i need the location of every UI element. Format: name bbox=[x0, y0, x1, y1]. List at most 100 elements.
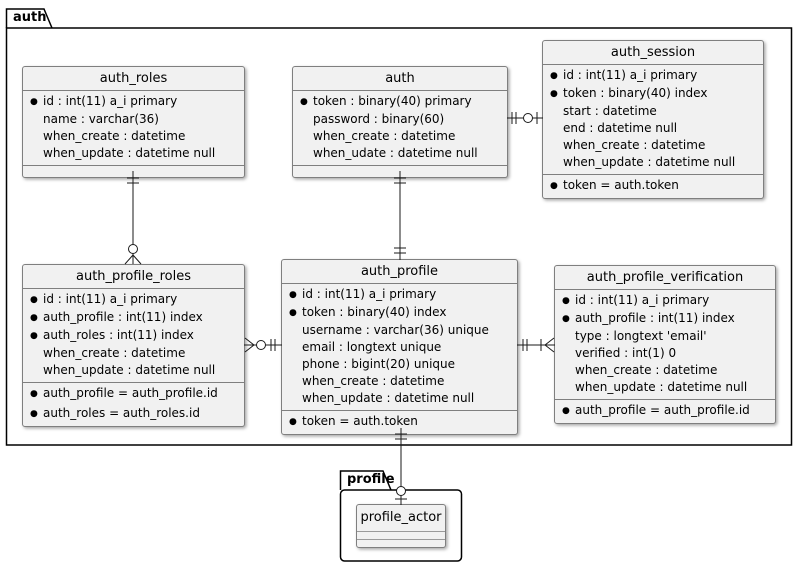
field-row: ● id : int(11) a_i primary bbox=[550, 67, 757, 85]
field-row: when_update : datetime null bbox=[562, 379, 769, 396]
field-text: username : varchar(36) unique bbox=[302, 323, 489, 337]
key-dot: ● bbox=[550, 71, 558, 81]
package-profile-label: profile bbox=[347, 472, 395, 487]
field-text: name : varchar(36) bbox=[43, 112, 159, 126]
field-row: ● auth_profile : int(11) index bbox=[30, 309, 238, 327]
key-dot: ● bbox=[30, 409, 38, 419]
field-row: ● id : int(11) a_i primary bbox=[289, 286, 511, 304]
key-dot: ● bbox=[550, 181, 558, 191]
constraint-text: token = auth.token bbox=[302, 414, 418, 428]
field-row: when_udate : datetime null bbox=[300, 145, 501, 162]
field-row: when_create : datetime bbox=[289, 373, 511, 390]
key-dot: ● bbox=[30, 313, 38, 323]
constraint-text: auth_profile = auth_profile.id bbox=[575, 403, 750, 417]
field-row: end : datetime null bbox=[550, 120, 757, 137]
entity-footer: ● token = auth.token bbox=[282, 410, 517, 434]
entity-fields: ● id : int(11) a_i primary ●token : binar… bbox=[543, 65, 763, 174]
field-row: when_create : datetime bbox=[300, 128, 501, 145]
field-text: when_create : datetime bbox=[43, 129, 186, 143]
entity-fields: ● id : int(11) a_i primary ● auth_profile … bbox=[555, 290, 775, 399]
relation-auth-roles-to-auth-profile-roles bbox=[124, 171, 142, 265]
field-row: email : longtext unique bbox=[289, 339, 511, 356]
field-row: password : binary(60) bbox=[300, 111, 501, 128]
field-text: when_update : datetime null bbox=[43, 363, 216, 377]
cardinality-zero-icon bbox=[523, 113, 533, 123]
key-dot: ● bbox=[562, 296, 570, 306]
constraint-text: auth_profile = auth_profile.id bbox=[43, 386, 218, 400]
entity-auth-profile-roles: auth_profile_roles ●id : int(11) a_i pri… bbox=[22, 264, 245, 427]
cardinality-exactly-one-icon bbox=[394, 177, 406, 184]
entity-title: auth_roles bbox=[23, 67, 244, 91]
relation-auth-profile-to-profile-actor bbox=[395, 428, 407, 505]
package-auth-label: auth bbox=[13, 10, 47, 25]
entity-title: auth_profile_roles bbox=[23, 265, 244, 289]
field-text: start : datetime bbox=[563, 104, 657, 118]
constraint-row: ● auth_profile = auth_profile.id bbox=[562, 401, 769, 421]
field-row: ●token : binary(40) index bbox=[550, 85, 757, 103]
cardinality-zero-icon bbox=[396, 486, 406, 496]
field-row: start : datetime bbox=[550, 103, 757, 120]
cardinality-many-icon bbox=[544, 337, 555, 353]
cardinality-exactly-one-icon bbox=[394, 247, 406, 254]
relation-auth-profile-roles-to-auth-profile bbox=[244, 337, 282, 353]
entity-footer: ● auth_profile = auth_profile.id bbox=[555, 399, 775, 423]
field-text: id : int(11) a_i primary bbox=[575, 293, 710, 307]
field-text: when_udate : datetime null bbox=[313, 146, 478, 160]
field-row: when_update : datetime null bbox=[289, 390, 511, 407]
constraint-row: ● token = auth.token bbox=[289, 412, 511, 432]
field-row: type : longtext 'email' bbox=[562, 328, 769, 345]
entity-auth-roles: auth_roles ● id : int(11) a_i primary nam… bbox=[22, 66, 245, 178]
field-row: when_create : datetime bbox=[562, 362, 769, 379]
field-text: when_create : datetime bbox=[302, 374, 445, 388]
entity-fields: ●id : int(11) a_i primary ●token : binar… bbox=[282, 284, 517, 410]
field-row: when_update : datetime null bbox=[30, 362, 238, 379]
relation-auth-profile-to-auth-profile-verification bbox=[517, 337, 555, 353]
entity-auth-profile: auth_profile ●id : int(11) a_i primary ●… bbox=[281, 259, 518, 435]
key-dot: ● bbox=[562, 406, 570, 416]
field-text: when_create : datetime bbox=[43, 346, 186, 360]
field-text: id : int(11) a_i primary bbox=[302, 287, 437, 301]
constraint-row: ● auth_roles = auth_roles.id bbox=[30, 404, 238, 424]
field-row: phone : bigint(20) unique bbox=[289, 356, 511, 373]
constraint-text: token = auth.token bbox=[563, 178, 679, 192]
field-row: ● id : int(11) a_i primary bbox=[562, 292, 769, 310]
entity-fields: ● id : int(11) a_i primary name : varchar… bbox=[23, 91, 244, 165]
field-row: when_create : datetime bbox=[550, 137, 757, 154]
entity-fields: ●id : int(11) a_i primary ●auth_profile … bbox=[23, 289, 244, 382]
entity-empty-compartment bbox=[357, 539, 445, 547]
field-text: when_create : datetime bbox=[575, 363, 718, 377]
field-text: when_update : datetime null bbox=[302, 391, 475, 405]
key-dot: ● bbox=[30, 389, 38, 399]
field-text: auth_roles : int(11) index bbox=[43, 328, 194, 342]
entity-footer: ● token = auth.token bbox=[543, 174, 763, 198]
key-dot: ● bbox=[30, 97, 38, 107]
relation-auth-to-auth-profile bbox=[394, 171, 406, 260]
cardinality-many-icon bbox=[124, 254, 142, 265]
key-dot: ● bbox=[550, 89, 558, 99]
cardinality-exactly-one-icon bbox=[127, 177, 139, 184]
field-text: type : longtext 'email' bbox=[575, 329, 707, 343]
key-dot: ● bbox=[289, 308, 297, 318]
cardinality-exactly-one-icon bbox=[511, 112, 517, 124]
key-dot: ● bbox=[289, 417, 297, 427]
relation-auth-to-auth-session bbox=[507, 112, 543, 124]
entity-auth-profile-verification: auth_profile_verification ●id : int(11) … bbox=[554, 265, 776, 424]
entity-empty-compartment bbox=[357, 531, 445, 539]
field-row: ●token : binary(40) primary bbox=[300, 93, 501, 111]
key-dot: ● bbox=[289, 290, 297, 300]
field-row: when_create : datetime bbox=[30, 345, 238, 362]
field-text: auth_profile : int(11) index bbox=[43, 310, 203, 324]
entity-fields: ●token : binary(40) primary password : b… bbox=[293, 91, 507, 165]
field-text: id : int(11) a_i primary bbox=[563, 68, 698, 82]
field-text: when_create : datetime bbox=[563, 138, 706, 152]
field-row: when_update : datetime null bbox=[30, 145, 238, 162]
field-text: when_create : datetime bbox=[313, 129, 456, 143]
constraint-text: auth_roles = auth_roles.id bbox=[43, 406, 200, 420]
field-row: when_update : datetime null bbox=[550, 154, 757, 171]
field-text: id : int(11) a_i primary bbox=[43, 94, 178, 108]
field-text: when_update : datetime null bbox=[43, 146, 216, 160]
entity-auth: auth ●token : binary(40) primary passwor… bbox=[292, 66, 508, 178]
field-text: auth_profile : int(11) index bbox=[575, 311, 735, 325]
field-text: when_update : datetime null bbox=[575, 380, 748, 394]
